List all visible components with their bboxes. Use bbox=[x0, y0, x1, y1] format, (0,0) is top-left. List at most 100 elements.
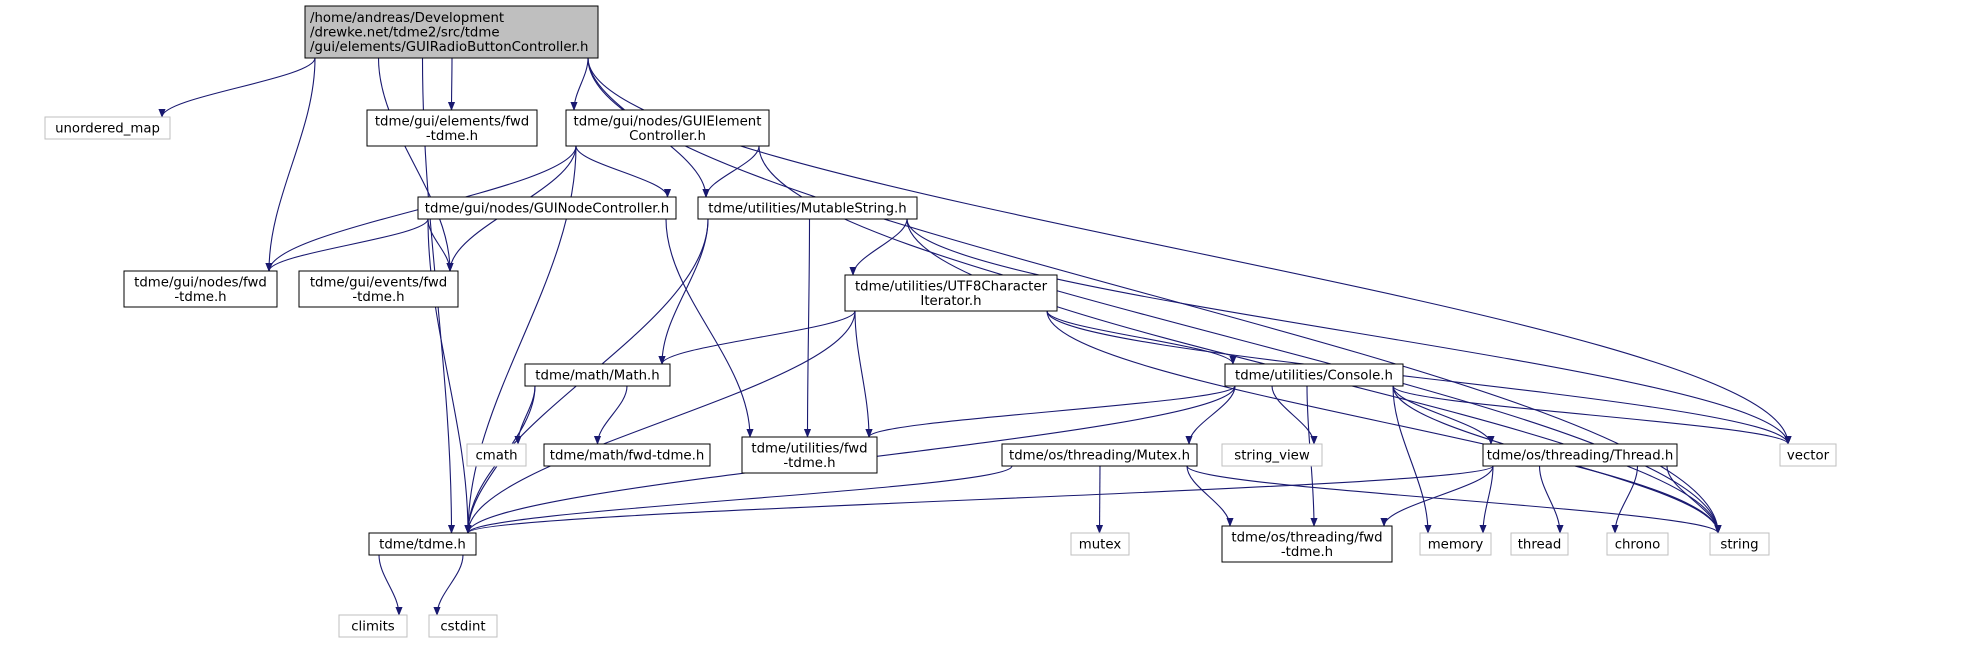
edge-gui-node-controller-to-utilities-fwd bbox=[665, 218, 754, 438]
node-string-view: string_view bbox=[1221, 443, 1323, 467]
node-label-line: -tdme.h bbox=[174, 290, 226, 305]
edge-tdme-h-to-climits bbox=[378, 554, 403, 616]
node-gui-nodes-fwd[interactable]: tdme/gui/nodes/fwd-tdme.h bbox=[123, 270, 278, 308]
node-box bbox=[524, 363, 671, 387]
node-label-line: cstdint bbox=[440, 620, 485, 635]
node-unordered-map: unordered_map bbox=[44, 116, 171, 140]
node-memory: memory bbox=[1419, 532, 1492, 556]
edge-console-to-thread-h bbox=[1392, 385, 1495, 445]
edge-thread-h-to-string bbox=[1666, 465, 1722, 534]
node-mutex-h[interactable]: tdme/os/threading/Mutex.h bbox=[1001, 443, 1198, 467]
edge-thread-h-to-chrono bbox=[1611, 465, 1639, 534]
node-box bbox=[417, 196, 677, 220]
node-label-line: tdme/math/fwd-tdme.h bbox=[550, 449, 705, 464]
node-gui-node-controller[interactable]: tdme/gui/nodes/GUINodeController.h bbox=[417, 196, 677, 220]
edge-mutex-h-to-string bbox=[1186, 465, 1722, 534]
node-label-line: -tdme.h bbox=[1281, 545, 1333, 560]
node-box bbox=[1001, 443, 1198, 467]
node-label-line: tdme/gui/events/fwd bbox=[310, 275, 447, 290]
node-box bbox=[1482, 443, 1678, 467]
node-label-line: chrono bbox=[1615, 538, 1661, 553]
node-label-line: Controller.h bbox=[629, 129, 706, 144]
node-box bbox=[741, 436, 878, 474]
node-string: string bbox=[1709, 532, 1770, 556]
edge-gui-element-controller-to-gui-node-controller bbox=[575, 145, 672, 198]
node-box bbox=[298, 270, 459, 308]
edge-root-to-gui-element-controller bbox=[570, 57, 589, 111]
edge-mutable-string-to-utf8-iterator bbox=[849, 218, 908, 276]
node-box bbox=[338, 614, 408, 638]
edge-math-to-cmath bbox=[514, 385, 536, 445]
node-cmath: cmath bbox=[466, 443, 527, 467]
node-climits: climits bbox=[338, 614, 408, 638]
edge-root-to-gui-nodes-fwd bbox=[265, 57, 316, 272]
node-utilities-fwd[interactable]: tdme/utilities/fwd-tdme.h bbox=[741, 436, 878, 474]
node-label-line: tdme/os/threading/fwd bbox=[1231, 530, 1382, 545]
node-box bbox=[1510, 532, 1569, 556]
node-label-line: string_view bbox=[1234, 449, 1310, 464]
node-label-line: tdme/os/threading/Mutex.h bbox=[1009, 449, 1190, 464]
node-label-line: mutex bbox=[1079, 538, 1122, 553]
node-box bbox=[1070, 532, 1130, 556]
node-box bbox=[1224, 363, 1404, 387]
node-tdme-h[interactable]: tdme/tdme.h bbox=[368, 532, 477, 556]
edge-gui-node-controller-to-gui-nodes-fwd bbox=[265, 218, 429, 272]
node-box bbox=[1779, 443, 1837, 467]
edge-thread-h-to-thread bbox=[1538, 465, 1564, 534]
node-label-line: -tdme.h bbox=[426, 129, 478, 144]
node-box bbox=[697, 196, 918, 220]
node-label-line: memory bbox=[1428, 538, 1484, 553]
edge-tdme-h-to-cstdint bbox=[433, 554, 464, 616]
node-label-line: tdme/utilities/UTF8Character bbox=[855, 279, 1048, 294]
node-math-fwd[interactable]: tdme/math/fwd-tdme.h bbox=[543, 443, 711, 467]
edge-console-to-mutex-h bbox=[1185, 385, 1236, 445]
node-label-line: /gui/elements/GUIRadioButtonController.h bbox=[310, 40, 588, 55]
node-label-line: tdme/utilities/fwd bbox=[751, 441, 867, 456]
edge-math-to-math-fwd bbox=[593, 385, 628, 445]
edge-gui-element-controller-to-mutable-string bbox=[702, 145, 760, 198]
node-label-line: tdme/os/threading/Thread.h bbox=[1487, 449, 1674, 464]
node-label-line: cmath bbox=[475, 449, 517, 464]
edge-mutable-string-to-math bbox=[658, 218, 709, 365]
nodes: /home/andreas/Development/drewke.net/tdm… bbox=[44, 5, 1837, 638]
edge-thread-h-to-threading-fwd bbox=[1380, 465, 1494, 527]
node-label-line: tdme/gui/nodes/fwd bbox=[134, 275, 267, 290]
node-console[interactable]: tdme/utilities/Console.h bbox=[1224, 363, 1404, 387]
node-box bbox=[428, 614, 498, 638]
edge-utf8-iterator-to-vector bbox=[1046, 310, 1792, 445]
node-mutable-string[interactable]: tdme/utilities/MutableString.h bbox=[697, 196, 918, 220]
node-label-line: /home/andreas/Development bbox=[310, 11, 504, 26]
edge-thread-h-to-tdme-h bbox=[464, 465, 1494, 534]
node-box bbox=[304, 5, 599, 59]
node-thread-h[interactable]: tdme/os/threading/Thread.h bbox=[1482, 443, 1678, 467]
node-label-line: string bbox=[1720, 538, 1758, 553]
node-threading-fwd[interactable]: tdme/os/threading/fwd-tdme.h bbox=[1221, 525, 1393, 563]
node-cstdint: cstdint bbox=[428, 614, 498, 638]
node-box bbox=[44, 116, 171, 140]
node-label-line: tdme/utilities/MutableString.h bbox=[708, 202, 906, 217]
node-label-line: tdme/math/Math.h bbox=[535, 369, 659, 384]
node-box bbox=[1606, 532, 1669, 556]
node-gui-events-fwd[interactable]: tdme/gui/events/fwd-tdme.h bbox=[298, 270, 459, 308]
node-box bbox=[543, 443, 711, 467]
edge-utf8-iterator-to-math bbox=[658, 310, 856, 365]
node-label-line: /drewke.net/tdme2/src/tdme bbox=[310, 26, 500, 41]
node-chrono: chrono bbox=[1606, 532, 1669, 556]
node-mutex: mutex bbox=[1070, 532, 1130, 556]
node-label-line: climits bbox=[351, 620, 395, 635]
node-label-line: vector bbox=[1787, 449, 1830, 464]
edge-console-to-utilities-fwd bbox=[865, 385, 1236, 438]
node-box bbox=[1221, 525, 1393, 563]
node-gui-elements-fwd[interactable]: tdme/gui/elements/fwd-tdme.h bbox=[366, 109, 538, 147]
node-root[interactable]: /home/andreas/Development/drewke.net/tdm… bbox=[304, 5, 599, 59]
edge-utf8-iterator-to-tdme-h bbox=[464, 310, 856, 534]
node-math[interactable]: tdme/math/Math.h bbox=[524, 363, 671, 387]
node-label-line: Iterator.h bbox=[920, 294, 981, 309]
edge-thread-h-to-memory bbox=[1479, 465, 1494, 534]
edge-root-to-gui-events-fwd bbox=[377, 57, 454, 272]
node-box bbox=[1221, 443, 1323, 467]
edge-root-to-unordered-map bbox=[158, 57, 316, 118]
